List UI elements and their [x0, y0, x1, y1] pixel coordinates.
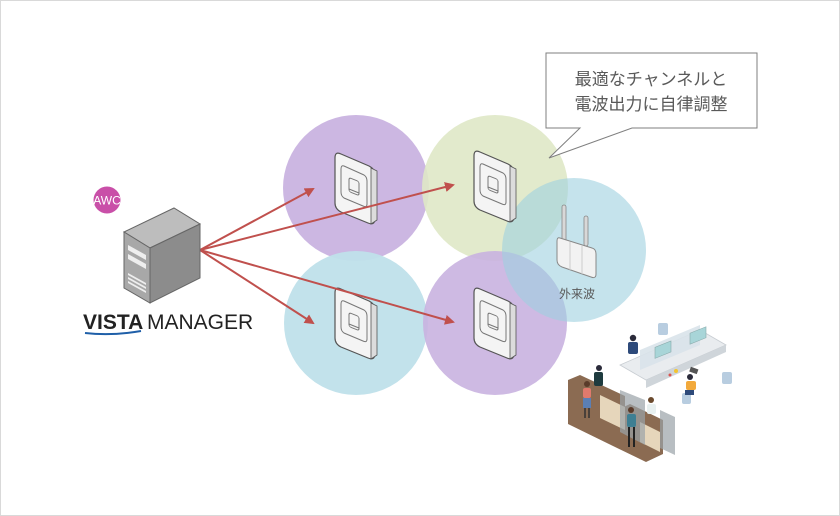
arrow-to-ap3	[199, 249, 315, 325]
office-illustration	[568, 323, 732, 462]
callout-bubble: 最適なチャンネルと 電波出力に自律調整	[545, 52, 758, 159]
logo-manager: MANAGER	[147, 311, 253, 334]
vista-manager-logo: VISTA MANAGER	[83, 311, 253, 336]
awc-badge: AWC	[93, 186, 121, 214]
awc-badge-label: AWC	[93, 194, 121, 208]
callout-line-2: 電波出力に自律調整	[575, 95, 728, 115]
server-icon	[122, 207, 202, 304]
router-icon	[556, 204, 597, 279]
callout-line-1: 最適なチャンネルと	[575, 70, 728, 90]
arrow-to-ap2	[199, 182, 455, 251]
logo-vista: VISTA	[83, 311, 143, 334]
interference-label: 外来波	[559, 287, 595, 301]
arrow-to-ap1	[199, 188, 315, 251]
control-arrows	[199, 182, 455, 325]
arrow-to-ap4	[199, 249, 455, 325]
